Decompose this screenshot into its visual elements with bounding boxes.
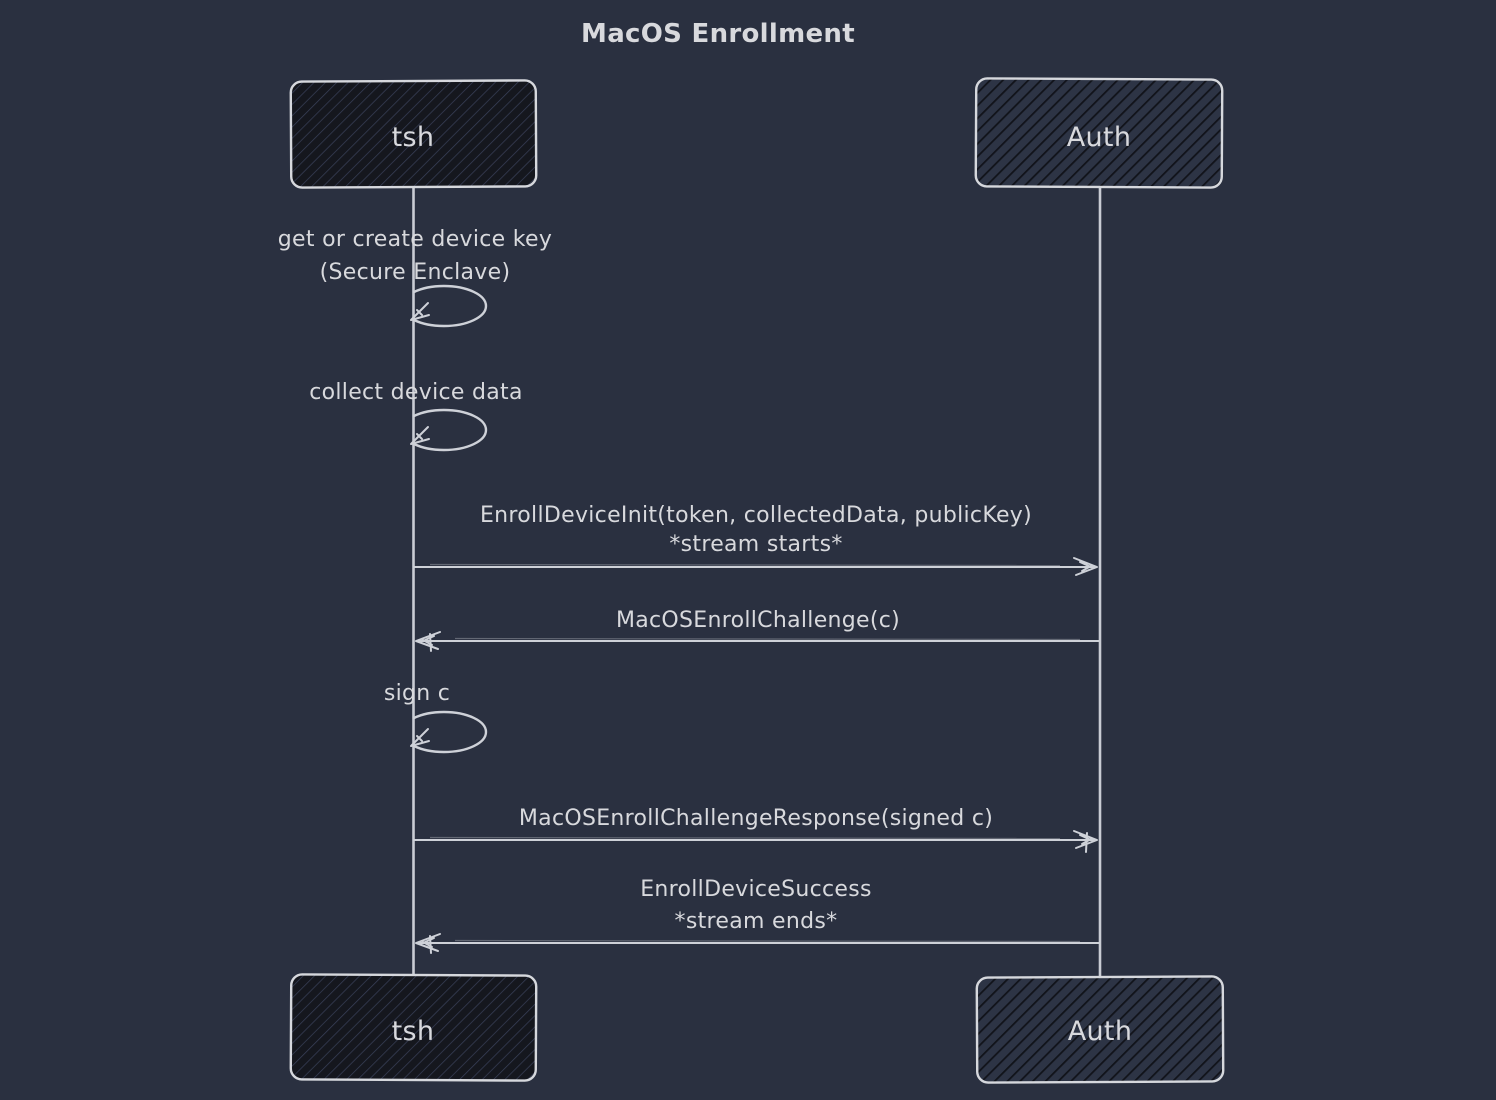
message-enroll-challenge-arrow-sketch <box>454 637 1081 641</box>
self-loop-arrowhead-3 <box>410 728 430 747</box>
self-action-collect-data: collect device data <box>309 380 523 452</box>
message-enroll-device-init-arrowhead <box>1073 557 1098 576</box>
message-enroll-success-line1: EnrollDeviceSuccess <box>640 877 872 902</box>
message-enroll-challenge: MacOSEnrollChallenge(c) <box>415 608 1100 652</box>
self-loop-arc-1 <box>412 284 488 328</box>
actor-top-tsh: tsh <box>289 79 538 189</box>
message-enroll-success-line2: *stream ends* <box>675 909 838 934</box>
self-loop-arrowhead-1 <box>410 302 430 321</box>
actor-bottom-auth: Auth <box>975 975 1225 1084</box>
actor-box-auth-bottom-border <box>975 975 1225 1084</box>
message-enroll-success: EnrollDeviceSuccess *stream ends* <box>415 877 1100 954</box>
message-enroll-challenge-arrowhead <box>415 631 441 652</box>
self-action-device-key-line2: (Secure Enclave) <box>320 260 511 285</box>
message-challenge-response: MacOSEnrollChallengeResponse(signed c) <box>413 806 1098 853</box>
message-enroll-device-init-arrow-sketch <box>429 563 1061 567</box>
self-action-collect-data-line1: collect device data <box>309 380 523 405</box>
message-enroll-device-init: EnrollDeviceInit(token, collectedData, p… <box>413 503 1098 576</box>
actor-box-tsh-top-border <box>289 79 538 189</box>
diagram-title: MacOS Enrollment <box>581 19 855 49</box>
actor-box-auth-top-border <box>974 77 1224 189</box>
message-challenge-response-arrowhead <box>1073 830 1098 853</box>
message-challenge-response-line1: MacOSEnrollChallengeResponse(signed c) <box>519 806 993 831</box>
self-loop-arrowhead-2 <box>410 426 430 445</box>
actor-label-tsh-top: tsh <box>392 122 435 153</box>
message-enroll-device-init-line1: EnrollDeviceInit(token, collectedData, p… <box>480 503 1032 528</box>
message-enroll-success-arrowhead <box>415 933 441 954</box>
self-action-device-key-line1: get or create device key <box>278 227 552 252</box>
self-loop-arc-3 <box>412 710 488 754</box>
self-action-sign-c: sign c <box>384 681 488 754</box>
actor-label-auth-top: Auth <box>1067 122 1131 153</box>
message-challenge-response-arrow-sketch <box>429 836 1061 840</box>
self-action-sign-c-line1: sign c <box>384 681 450 706</box>
actor-label-tsh-bottom: tsh <box>392 1016 435 1047</box>
actor-box-auth-bottom <box>977 977 1223 1082</box>
self-loop-arc-2 <box>412 408 488 452</box>
message-enroll-challenge-line1: MacOSEnrollChallenge(c) <box>616 608 900 633</box>
self-action-device-key: get or create device key (Secure Enclave… <box>278 227 552 328</box>
actor-box-tsh-bottom-border <box>289 973 538 1082</box>
message-enroll-success-arrow-sketch <box>454 939 1081 943</box>
actor-top-auth: Auth <box>974 77 1224 189</box>
message-enroll-device-init-line2: *stream starts* <box>669 532 842 557</box>
actor-box-auth-top <box>976 79 1222 187</box>
actor-label-auth-bottom: Auth <box>1068 1016 1132 1047</box>
actor-box-tsh-bottom <box>291 975 536 1080</box>
actor-bottom-tsh: tsh <box>289 973 538 1082</box>
actor-box-tsh-top <box>291 81 536 187</box>
